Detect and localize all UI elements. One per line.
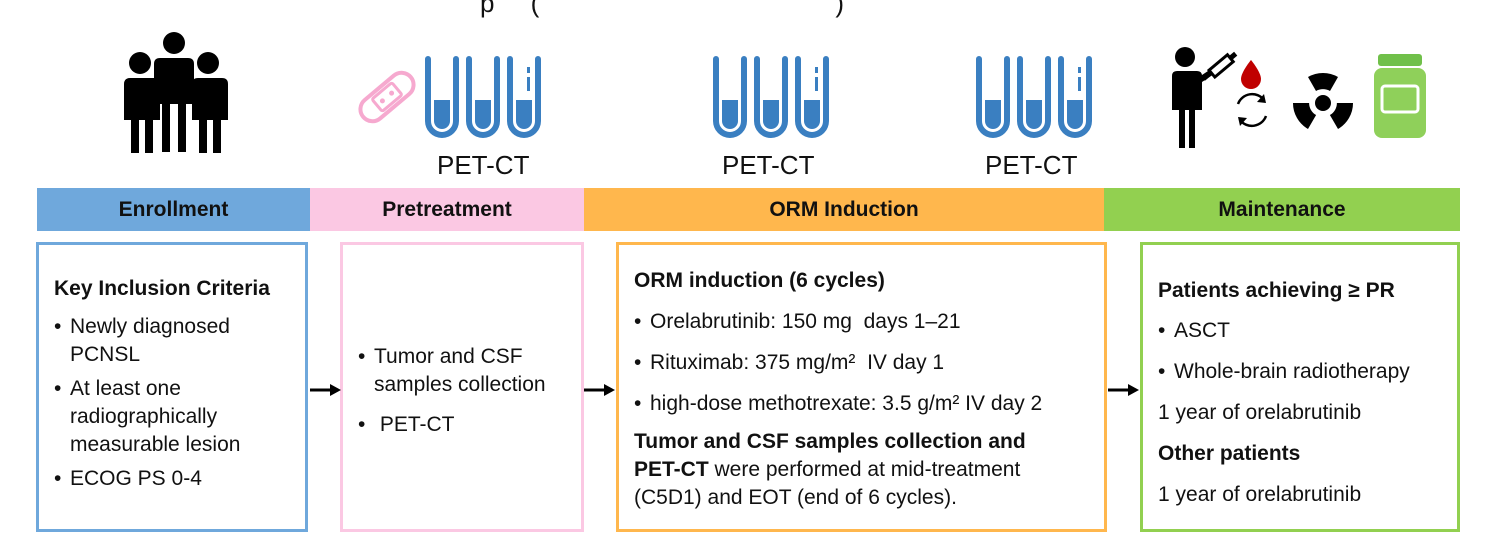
people-group-icon (124, 32, 228, 153)
list-item-line: PCNSL (70, 343, 141, 366)
list-item: •Orelabrutinib: 150 mg days 1–21 (634, 308, 1094, 336)
list-item-line: samples collection (374, 373, 546, 396)
note-text: were performed at mid-treatment (708, 458, 1021, 481)
maintenance-text: 1 year of orelabrutinib (1158, 483, 1362, 506)
right-arrow-icon (584, 384, 615, 396)
stage-maintenance: Maintenance (1104, 188, 1460, 231)
maintenance-heading-pr: Patients achieving ≥ PR (1158, 279, 1395, 302)
list-item: •Rituximab: 375 mg/m² IV day 1 (634, 349, 1094, 377)
list-item-text: ASCT (1174, 319, 1231, 342)
blood-drop-icon (1241, 60, 1261, 89)
list-item: •ASCT (1158, 317, 1447, 345)
list-item: • ECOG PS 0-4 (54, 465, 295, 493)
pet-ct-label: PET-CT (437, 150, 530, 180)
enrollment-box: Key Inclusion Criteria • Newly diagnosed… (36, 242, 308, 532)
patient-syringe-icon (1172, 47, 1238, 148)
pill-bottle-icon (1374, 54, 1426, 138)
inclusion-criteria-heading: Key Inclusion Criteria (54, 277, 270, 300)
maintenance-heading-other: Other patients (1158, 442, 1301, 465)
list-item-text: Whole-brain radiotherapy (1174, 360, 1410, 383)
list-item-line: PET-CT (374, 413, 455, 436)
list-item-line: measurable lesion (70, 433, 241, 456)
maintenance-box: Patients achieving ≥ PR •ASCT •Whole-bra… (1140, 242, 1460, 532)
maintenance-text: 1 year of orelabrutinib (1158, 401, 1362, 424)
list-item-line: Tumor and CSF (374, 345, 523, 368)
pet-ct-label: PET-CT (722, 150, 815, 180)
list-item-line: Newly diagnosed (70, 315, 230, 338)
stage-enrollment: Enrollment (37, 188, 310, 231)
test-tubes-icon (976, 56, 1092, 138)
list-item: •high-dose methotrexate: 3.5 g/m² IV day… (634, 390, 1094, 418)
cycle-arrows-icon (1236, 92, 1268, 128)
test-tubes-icon (425, 56, 541, 138)
list-item: •Whole-brain radiotherapy (1158, 358, 1447, 386)
test-tubes-icon (713, 56, 829, 138)
list-item-line: ECOG PS 0-4 (70, 467, 202, 490)
list-item-text: Orelabrutinib: 150 mg days 1–21 (650, 310, 961, 333)
radiation-icon (1292, 72, 1354, 129)
list-item-line: radiographically (70, 405, 218, 428)
pet-ct-label: PET-CT (985, 150, 1078, 180)
list-item-line: At least one (70, 377, 181, 400)
stage-pretreatment: Pretreatment (310, 188, 584, 231)
induction-box: ORM induction (6 cycles) •Orelabrutinib:… (616, 242, 1107, 532)
diagram-title: p ( ) (480, 0, 845, 18)
right-arrow-icon (310, 384, 341, 396)
note-line: (C5D1) and EOT (end of 6 cycles). (634, 486, 957, 509)
list-item-text: high-dose methotrexate: 3.5 g/m² IV day … (650, 392, 1043, 415)
note-line: Tumor and CSF samples collection and (634, 430, 1026, 453)
list-item: • PET-CT (358, 411, 571, 439)
list-item-text: Rituximab: 375 mg/m² IV day 1 (650, 351, 945, 374)
stage-orm-induction: ORM Induction (584, 188, 1104, 231)
induction-heading: ORM induction (6 cycles) (634, 269, 885, 292)
right-arrow-icon (1108, 384, 1139, 396)
bandage-icon (358, 70, 416, 124)
induction-note: Tumor and CSF samples collection and PET… (634, 428, 1094, 512)
note-bold: PET-CT (634, 458, 709, 481)
